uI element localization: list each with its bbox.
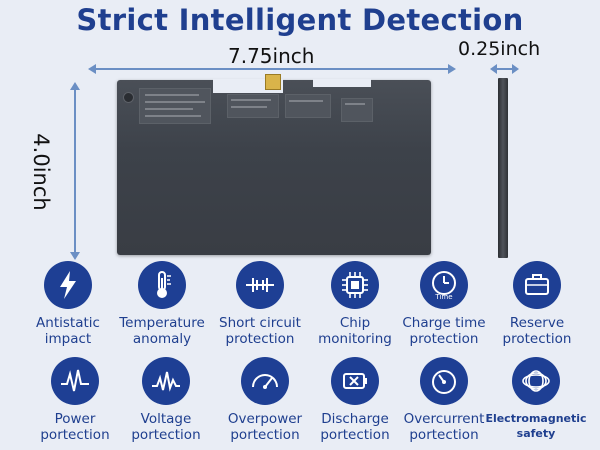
lightning-bolt-icon: [44, 261, 92, 309]
chip-icon: [331, 261, 379, 309]
battery-print-line: [145, 115, 201, 117]
battery-print-line: [231, 99, 271, 101]
height-dimension-line: [74, 86, 76, 254]
battery-print-line: [145, 101, 205, 103]
height-arrow-bottom-icon: [70, 252, 80, 260]
battery-print-line: [345, 103, 365, 105]
briefcase-icon: [513, 261, 561, 309]
feature-antistatic: Antistatic impact: [20, 261, 116, 347]
thickness-dimension-line: [494, 68, 514, 70]
clock-icon: Time: [420, 261, 468, 309]
feature-label: Voltage portection: [131, 411, 201, 443]
battery-label-area: [341, 98, 373, 122]
voltage-wave-icon: [142, 357, 190, 405]
feature-label: Overpower portection: [227, 411, 303, 443]
clock-icon-text: Time: [434, 293, 452, 301]
width-dimension-line: [92, 68, 450, 70]
thickness-dimension-label: 0.25inch: [458, 38, 541, 60]
width-arrow-right-icon: [448, 64, 456, 74]
thickness-arrow-left-icon: [490, 64, 497, 74]
battery-connector: [265, 74, 281, 90]
feature-short-circuit: Short circuit protection: [212, 261, 308, 347]
feature-reserve: Reserve protection: [489, 261, 585, 347]
gauge-icon: [241, 357, 289, 405]
feature-overpower: Overpower portection: [217, 357, 313, 443]
height-arrow-top-icon: [70, 82, 80, 90]
feature-label: Power portection: [40, 411, 110, 443]
feature-label: Electromagnetic safety: [485, 412, 587, 440]
feature-discharge: Discharge portection: [307, 357, 403, 443]
battery-print-line: [231, 106, 267, 108]
feature-label: Discharge portection: [320, 411, 390, 443]
overcurrent-gauge-icon: [420, 357, 468, 405]
battery-x-icon: [331, 357, 379, 405]
thickness-arrow-right-icon: [512, 64, 519, 74]
feature-electromagnetic: Electromagnetic safety: [480, 357, 592, 441]
feature-voltage: Voltage portection: [118, 357, 214, 443]
battery-print-line: [289, 100, 323, 102]
feature-label: Reserve protection: [502, 315, 572, 347]
battery-screw-hole: [123, 92, 134, 103]
feature-charge-time: Time Charge time protection: [396, 261, 492, 347]
width-arrow-left-icon: [88, 64, 96, 74]
battery-print-line: [145, 94, 199, 96]
feature-label: Chip monitoring: [318, 315, 392, 347]
feature-label: Antistatic impact: [36, 315, 100, 347]
feature-overcurrent: Overcurrent portection: [396, 357, 492, 443]
feature-label: Charge time protection: [402, 315, 486, 347]
waveform-icon: [51, 357, 99, 405]
coil-icon: [512, 357, 560, 405]
page-title: Strict Intelligent Detection: [76, 3, 524, 37]
battery-print-line: [145, 108, 193, 110]
battery-label-area: [285, 94, 331, 118]
short-circuit-icon: [236, 261, 284, 309]
feature-label: Temperature anomaly: [119, 315, 205, 347]
width-dimension-label: 7.75inch: [228, 44, 315, 68]
feature-label: Short circuit protection: [219, 315, 301, 347]
thermometer-icon: [138, 261, 186, 309]
battery-notch: [313, 79, 371, 87]
feature-chip: Chip monitoring: [307, 261, 403, 347]
height-dimension-label: 4.0inch: [29, 133, 53, 211]
feature-power: Power portection: [27, 357, 123, 443]
battery-image: [117, 79, 431, 255]
feature-label: Overcurrent portection: [403, 411, 485, 443]
battery-side-view: [498, 78, 508, 258]
feature-temperature: Temperature anomaly: [114, 261, 210, 347]
